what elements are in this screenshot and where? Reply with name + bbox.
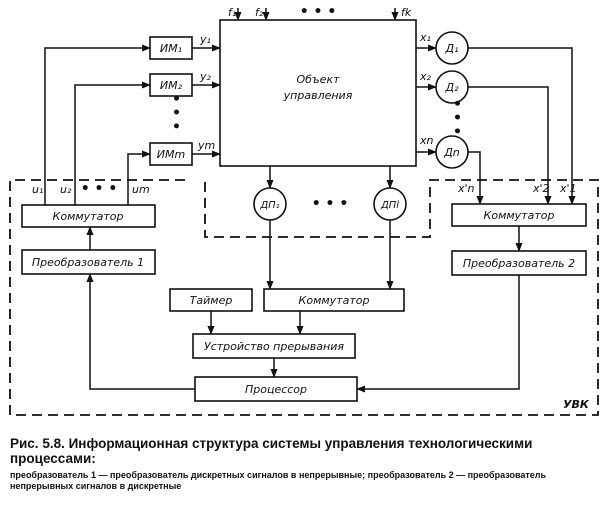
uvk-boundary — [9, 179, 599, 416]
system-uvk-label: УВК — [563, 398, 590, 411]
control-u1-label: u₁ — [32, 183, 43, 196]
output-ym-label: ym — [197, 139, 215, 152]
sensor-1-label: Д₁ — [444, 42, 458, 55]
control-um-label: um — [132, 183, 150, 196]
disturbance-f2-label: f₂ — [255, 6, 264, 19]
object-output-x2-label: x₂ — [419, 70, 432, 83]
sensor-1-line — [468, 47, 576, 205]
output-y2-label: y₂ — [199, 70, 212, 83]
converter-1-label: Преобразователь 1 — [32, 256, 144, 269]
left-switch-label: Коммутатор — [53, 210, 124, 223]
actuator-2-label: ИМ₂ — [160, 79, 183, 92]
center-switch-label: Коммутатор — [299, 294, 370, 307]
sensor-ellipsis: • • • — [448, 99, 464, 136]
control-object-label-line2: управления — [283, 89, 353, 102]
converted-x2-label: x'2 — [532, 182, 550, 195]
sensor-n-line — [468, 151, 484, 205]
converted-xn-label: x'n — [457, 182, 475, 195]
center-switch-box — [263, 288, 405, 312]
processor-box — [194, 376, 358, 402]
control-object-label-line1: Объект — [296, 73, 340, 86]
control-ellipsis: • • • — [81, 181, 118, 197]
processor-to-converter-1-line — [86, 273, 195, 390]
converter-2-box — [451, 250, 587, 276]
disturbance-fk-label: fk — [401, 6, 412, 19]
converter-2-label: Преобразователь 2 — [463, 257, 575, 270]
discrete-sensor-1-label: ДП₁ — [259, 200, 279, 211]
control-line-um — [127, 150, 151, 205]
right-switch-label: Коммутатор — [484, 209, 555, 222]
sensor-n-label: Дn — [443, 146, 460, 159]
control-object-box — [219, 19, 417, 167]
converter-2-to-processor-line — [356, 275, 520, 393]
control-line-u1 — [44, 44, 151, 205]
sensor-2-label: Д₂ — [444, 81, 459, 94]
caption-title: Рис. 5.8. Информационная структура систе… — [10, 436, 533, 466]
processor-label: Процессор — [245, 383, 307, 396]
output-y1-label: y₁ — [199, 33, 211, 46]
control-system-diagram: Объект управления f₁ f₂ • • • fk ИМ₁ ИМ₂… — [9, 4, 599, 416]
object-output-xn-label: xn — [419, 134, 434, 147]
interrupt-unit-label: Устройство прерывания — [204, 340, 344, 353]
discrete-sensor-ellipsis: • • • — [312, 196, 349, 212]
control-line-u2 — [74, 81, 151, 205]
discrete-sensor-l-label: ДПl — [380, 200, 399, 211]
actuator-ellipsis: • • • — [167, 94, 183, 131]
caption-text: преобразователь 1 — преобразователь диск… — [10, 470, 547, 491]
actuator-1-label: ИМ₁ — [160, 42, 182, 55]
interrupt-unit-box — [192, 333, 356, 359]
object-output-x1-label: x₁ — [419, 31, 431, 44]
disturbance-f1-label: f₁ — [228, 6, 236, 19]
converter-1-box — [21, 249, 156, 275]
control-u2-label: u₂ — [60, 183, 72, 196]
converted-x1-label: x'1 — [559, 182, 577, 195]
sensor-2-line — [468, 86, 552, 205]
figure-caption: Рис. 5.8. Информационная структура систе… — [10, 436, 600, 492]
actuator-m-label: ИМm — [157, 148, 185, 161]
disturbance-ellipsis: • • • — [300, 4, 337, 20]
timer-label: Таймер — [190, 294, 233, 307]
